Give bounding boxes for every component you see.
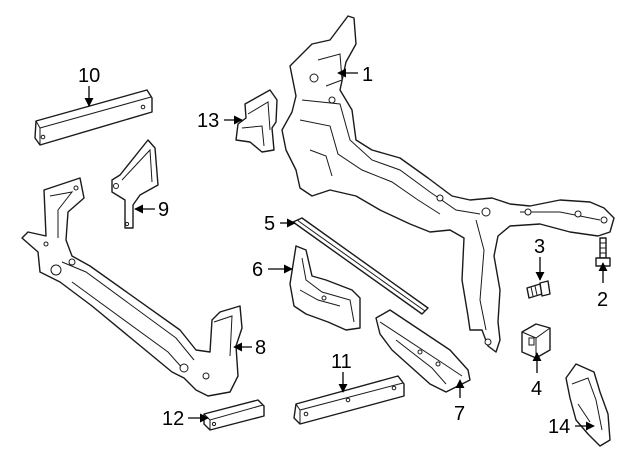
callout-8: 8 [255,337,266,359]
callout-1: 1 [362,64,373,86]
callout-13: 13 [197,110,219,132]
part-3-bolt [526,280,551,299]
callout-2: 2 [597,289,608,311]
callout-11: 11 [331,351,352,373]
callout-labels: 1 2 3 4 5 6 7 8 9 10 11 12 13 14 [78,64,608,438]
part-11-reinforcement-bar [293,375,405,425]
callout-5: 5 [264,213,275,235]
callout-4: 4 [531,378,542,400]
callout-7: 7 [454,403,465,425]
part-5-seal-strip [292,217,429,315]
part-12-bracket [203,399,265,431]
callout-12: 12 [162,408,184,430]
leader-lines [84,68,608,431]
part-4-mount [521,323,551,359]
callout-3: 3 [534,236,545,258]
part-9-bracket [111,139,159,229]
callout-6: 6 [252,259,263,281]
callout-9: 9 [158,199,169,221]
part-1-radiator-support [281,15,615,353]
callout-14: 14 [548,416,570,438]
callout-10: 10 [78,65,100,87]
part-10-reinforcement-bar [34,89,153,146]
part-6-air-guide [289,245,361,331]
part-14-air-duct [565,363,611,447]
part-13-bracket [235,89,278,153]
part-2-bolt [595,237,611,267]
